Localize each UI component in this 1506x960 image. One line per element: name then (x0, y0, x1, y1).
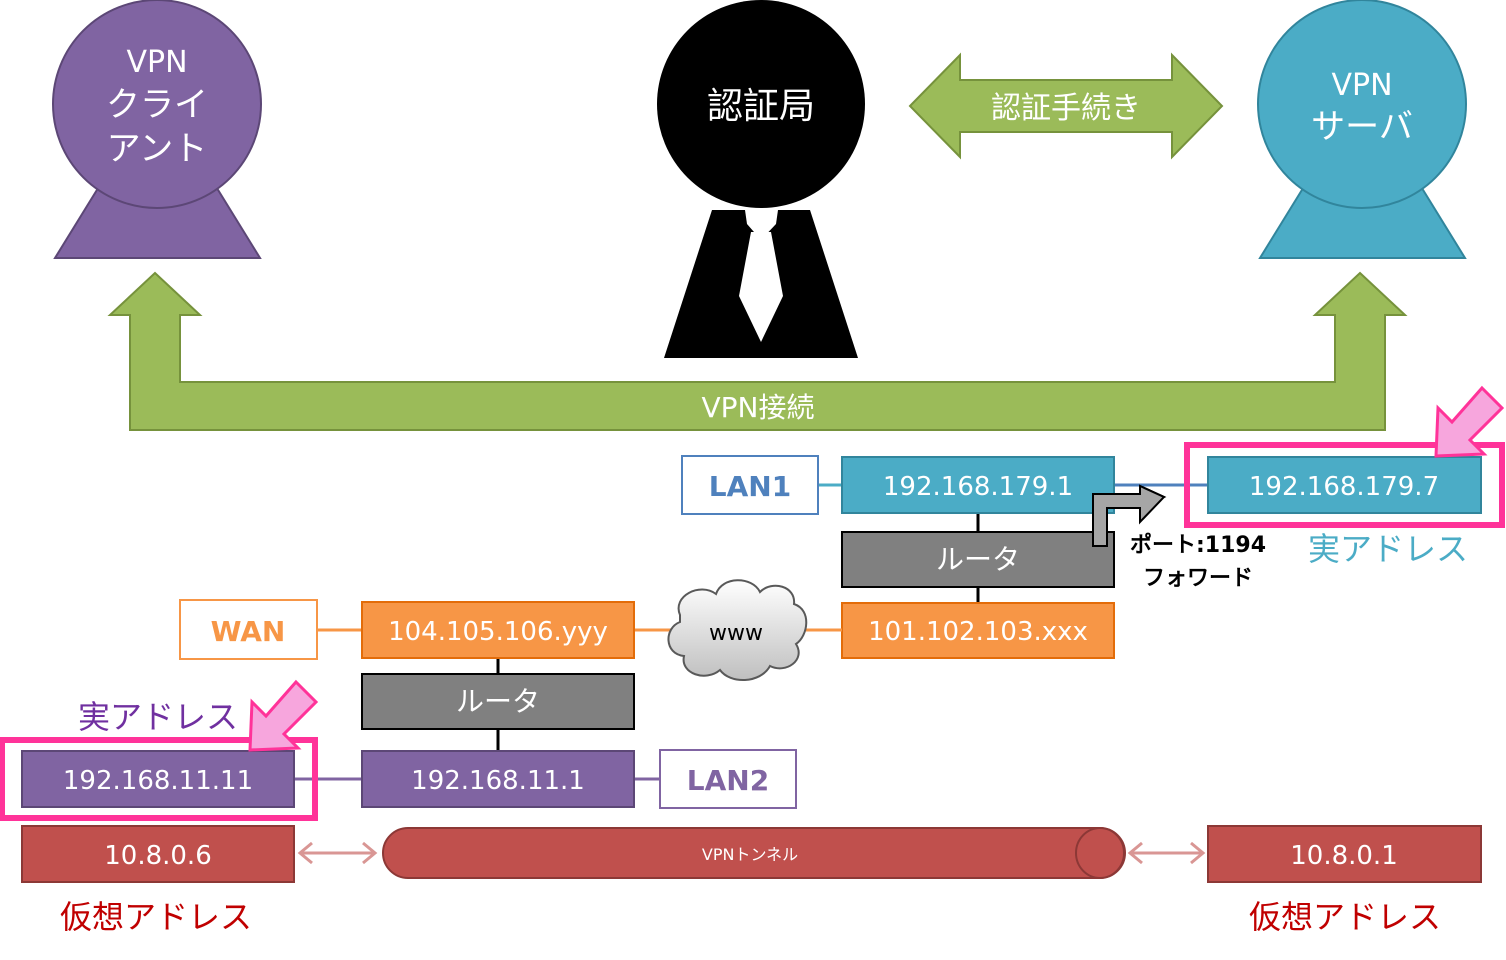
lan1-router-wan-ip: 101.102.103.xxx (868, 617, 1088, 647)
client-label-2: クライ (106, 85, 208, 125)
tunnel-right-arrow (1127, 841, 1206, 865)
internet-cloud: www (634, 579, 842, 682)
server-virtual-ip-box (1207, 825, 1482, 883)
client-virtual-address-label: 仮想アドレス (60, 898, 252, 936)
lan2-router-lan-ip: 192.168.11.1 (411, 766, 585, 796)
internet-label: www (709, 621, 763, 646)
port-forward-label-2: フォワード (1143, 566, 1253, 591)
vpn-client-node: VPN クライ アント (52, 0, 262, 259)
server-ip-highlight (1184, 442, 1505, 528)
client-virtual-ip-box (21, 825, 295, 883)
lan2-label: LAN2 (687, 764, 769, 797)
server-ip-box (1207, 456, 1482, 514)
server-label-2: サーバ (1311, 107, 1413, 147)
ca-label: 認証局 (707, 86, 815, 127)
client-virtual-ip: 10.8.0.6 (104, 841, 212, 871)
lan2-router-label: ルータ (456, 685, 540, 718)
wan-label-box (179, 599, 318, 660)
lan1-router-ip: 192.168.179.1 (883, 472, 1073, 502)
lan2-router-wan-ip-box (361, 601, 635, 659)
lan1-network: LAN1 192.168.179.1 ルータ 101.102.103.xxx ポ… (681, 385, 1505, 659)
server-real-address-label: 実アドレス (1308, 530, 1468, 568)
client-ip: 192.168.11.11 (63, 766, 253, 796)
lan2-router-box (361, 673, 635, 730)
server-virtual-address-label: 仮想アドレス (1249, 898, 1441, 936)
client-ip-highlight (0, 737, 318, 821)
lan2-network: WAN 104.105.106.yyy ルータ 192.168.11.1 LAN… (0, 599, 797, 821)
client-label-3: アント (107, 129, 208, 169)
lan2-router-lan-ip-box (361, 750, 635, 808)
lan1-label: LAN1 (709, 470, 791, 503)
lan1-router-box (841, 531, 1115, 588)
lan1-router-label: ルータ (936, 543, 1020, 576)
vpn-tunnel-label: VPNトンネル (702, 845, 798, 864)
server-ip: 192.168.179.7 (1249, 472, 1439, 502)
certificate-authority-node: 認証局 (657, 0, 865, 358)
vpn-tunnel-row: 10.8.0.6 10.8.0.1 VPNトンネル 仮想アドレス 仮想アドレス (21, 825, 1482, 936)
vpn-server-node: VPN サーバ (1257, 0, 1467, 259)
client-ip-box (21, 750, 295, 808)
vpn-connection-arrow: VPN接続 (107, 271, 1408, 431)
tunnel-left-arrow (297, 841, 378, 865)
port-forward-label-1: ポート:1194 (1130, 532, 1266, 558)
client-label-1: VPN (126, 45, 187, 80)
lan2-label-box (659, 749, 797, 809)
lan1-router-ip-box (841, 456, 1115, 514)
server-virtual-ip: 10.8.0.1 (1290, 841, 1398, 871)
lan1-label-box (681, 455, 819, 515)
client-pointer-arrow (248, 679, 319, 752)
auth-label: 認証手続き (991, 91, 1141, 126)
server-label-1: VPN (1331, 68, 1392, 103)
vpn-connection-label: VPN接続 (702, 391, 815, 424)
server-pointer-arrow (1434, 385, 1505, 458)
client-real-address-label: 実アドレス (78, 698, 238, 736)
lan2-router-wan-ip: 104.105.106.yyy (388, 617, 608, 647)
auth-arrow: 認証手続き (908, 52, 1224, 160)
wan-label: WAN (211, 615, 286, 648)
